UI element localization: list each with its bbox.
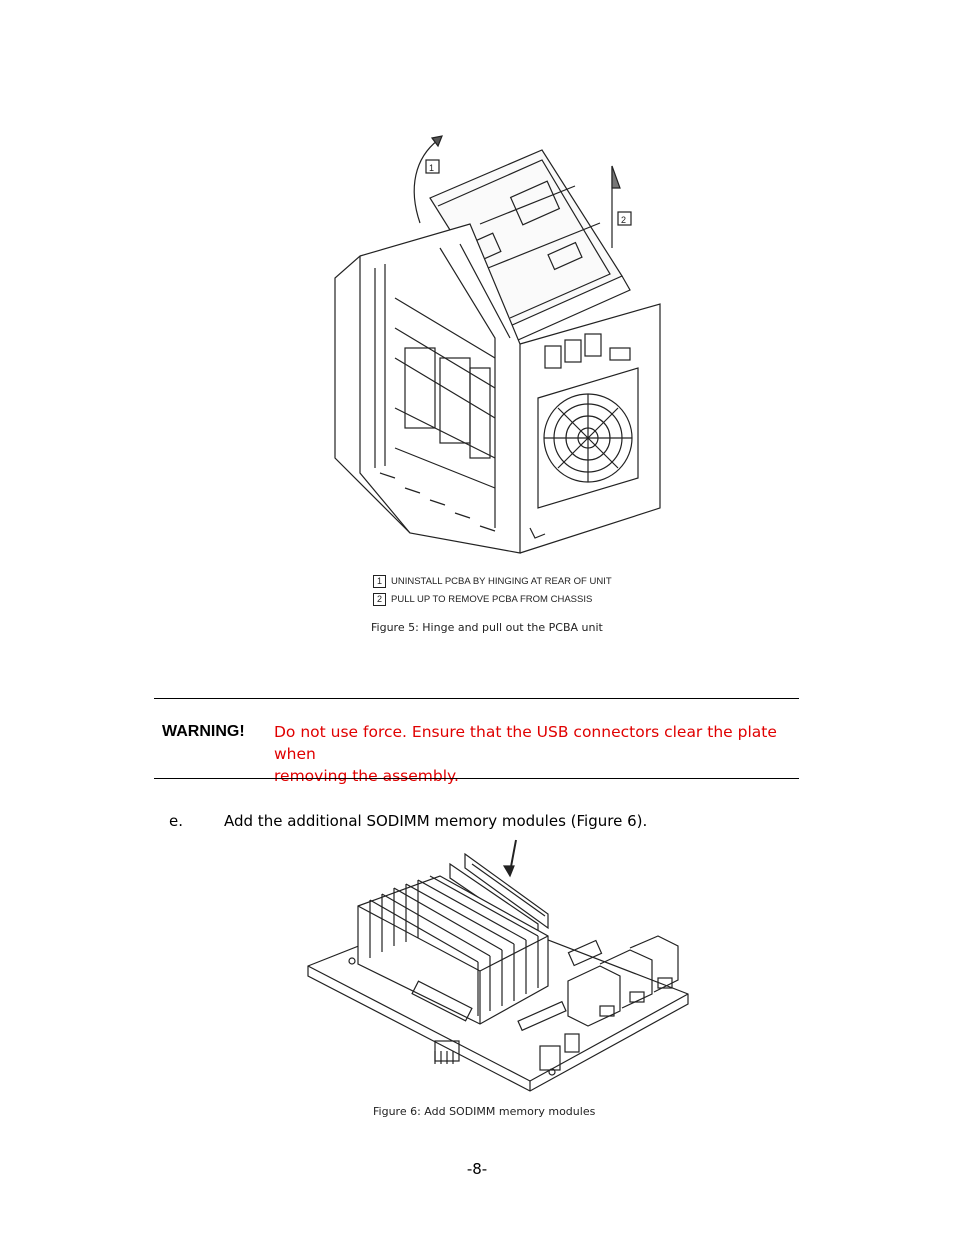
figure-5-caption: Figure 5: Hinge and pull out the PCBA un… [371, 621, 603, 634]
legend-text-1: UNINSTALL PCBA BY HINGING AT REAR OF UNI… [391, 576, 612, 587]
warning-bottom-rule [154, 778, 799, 779]
warning-top-rule [154, 698, 799, 699]
step-text: Add the additional SODIMM memory modules… [224, 812, 648, 830]
callout-1: 1 [429, 163, 434, 173]
legend-text-2: PULL UP TO REMOVE PCBA FROM CHASSIS [391, 594, 593, 605]
warning-text-line-1: Do not use force. Ensure that the USB co… [274, 723, 777, 763]
heatsink [357, 875, 549, 1025]
figure-6-motherboard-drawing [307, 839, 689, 1092]
network-ports [567, 935, 679, 1027]
figure-5-chassis-drawing: 1 2 [334, 135, 661, 554]
hinge-arrow-icon [413, 139, 439, 224]
step-letter: e. [169, 812, 183, 830]
figure-6-caption: Figure 6: Add SODIMM memory modules [373, 1105, 596, 1118]
legend-item-1: 1 UNINSTALL PCBA BY HINGING AT REAR OF U… [373, 575, 612, 588]
legend-item-2: 2 PULL UP TO REMOVE PCBA FROM CHASSIS [373, 593, 592, 606]
warning-text: Do not use force. Ensure that the USB co… [274, 721, 784, 787]
callout-2: 2 [621, 215, 626, 225]
warning-label: WARNING! [162, 723, 245, 740]
page-number: -8- [466, 1160, 488, 1178]
legend-num-2: 2 [373, 593, 386, 606]
warning-text-line-2: removing the assembly. [274, 767, 459, 785]
legend-num-1: 1 [373, 575, 386, 588]
